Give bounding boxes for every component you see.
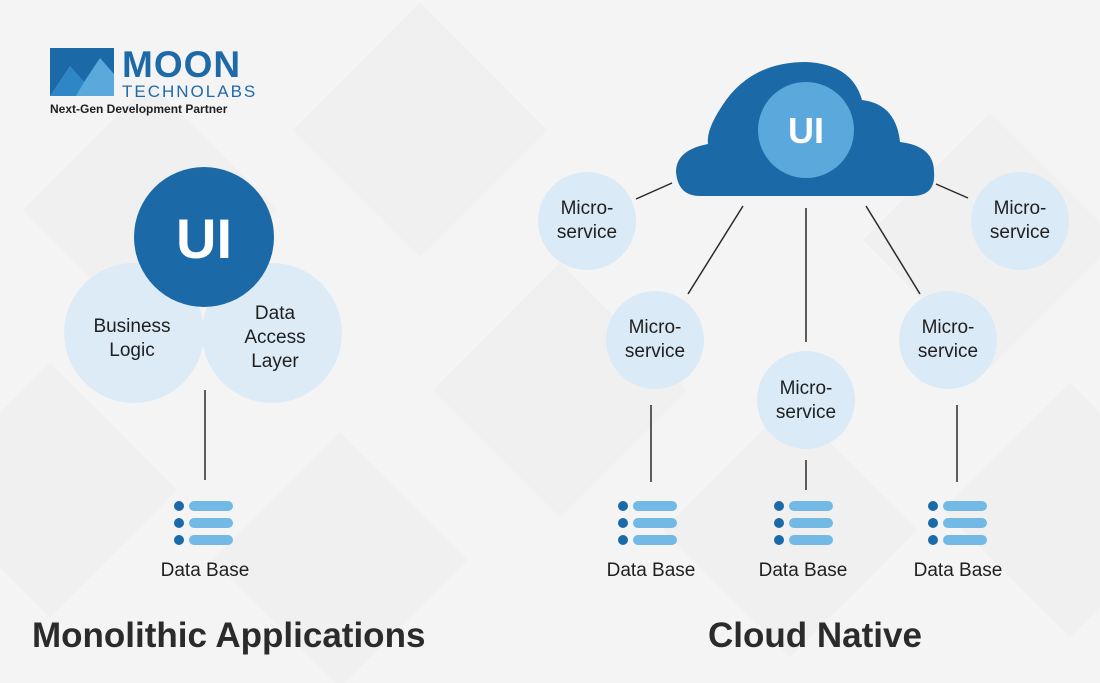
cloud-shape	[676, 62, 935, 196]
microservice-label: Micro-service	[775, 378, 837, 423]
cloud-database-label: Data Base	[606, 560, 696, 581]
cloud-database-label: Data Base	[758, 560, 848, 581]
monolith-database-label: Data Base	[160, 560, 250, 581]
logo-mark-icon	[50, 48, 114, 96]
cloud-native-title: Cloud Native	[708, 616, 922, 655]
cloud-database-label: Data Base	[913, 560, 1003, 581]
brand-tagline: Next-Gen Development Partner	[50, 102, 228, 116]
database-icon	[928, 501, 987, 545]
database-icon	[174, 501, 233, 545]
microservice-label: Micro-service	[917, 317, 979, 362]
microservice-label: Micro-service	[556, 198, 618, 243]
brand-sub: TECHNOLABS	[122, 82, 258, 101]
monolith-ui-label: UI	[176, 207, 232, 270]
database-icon	[618, 501, 677, 545]
database-icon	[774, 501, 833, 545]
cloud-ui-label: UI	[788, 110, 824, 151]
cloud-ui-circle	[758, 82, 854, 178]
monolithic-title: Monolithic Applications	[32, 616, 426, 655]
microservice-label: Micro-service	[989, 198, 1051, 243]
monolithic-diagram	[64, 167, 342, 480]
microservice-circles	[538, 172, 1069, 449]
brand-logo: MOON TECHNOLABS Next-Gen Development Par…	[50, 44, 255, 116]
business-logic-label: Business Logic	[93, 316, 171, 361]
cloud-connectors	[635, 182, 969, 490]
microservice-label: Micro-service	[624, 317, 686, 362]
brand-name: MOON	[122, 44, 242, 85]
database-icons	[174, 501, 987, 545]
data-access-layer-label: Data Access Layer	[244, 303, 306, 372]
business-logic-circle	[64, 263, 204, 403]
monolith-ui-circle	[134, 167, 274, 307]
